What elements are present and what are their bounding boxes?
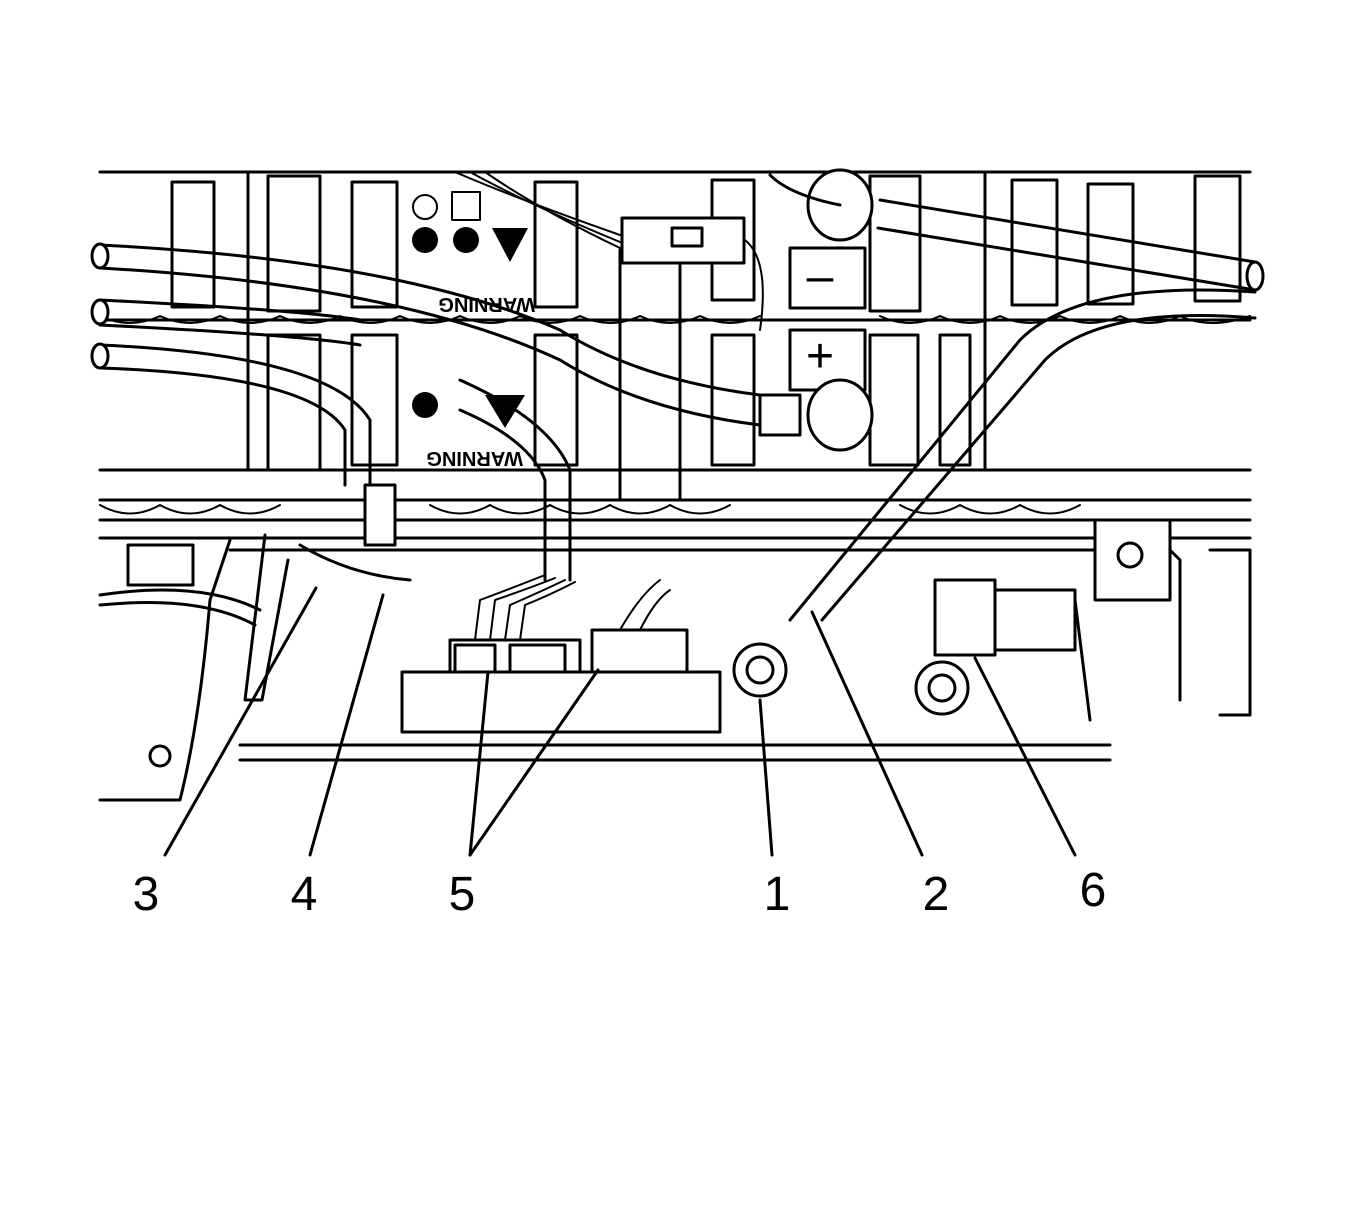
callout-4: 4 <box>291 868 318 921</box>
callout-6: 6 <box>1080 864 1107 917</box>
left-cables <box>90 242 762 582</box>
leader-2 <box>810 610 924 857</box>
leader-1 <box>758 698 774 857</box>
terminal-negative-label: – <box>807 250 834 303</box>
callout-1: 1 <box>764 868 791 921</box>
callout-2: 2 <box>923 868 950 921</box>
upper-cell-slots <box>170 174 1242 313</box>
leader-5b <box>468 668 600 857</box>
callout-3: 3 <box>133 868 160 921</box>
top-right-cable <box>768 173 1265 292</box>
terminal-positive-label: + <box>806 330 834 383</box>
leader-4 <box>308 593 385 857</box>
diagonal-cable <box>788 288 1257 622</box>
lower-tray <box>98 518 1252 802</box>
callout-5: 5 <box>449 868 476 921</box>
leader-3 <box>163 586 318 857</box>
top-harness-connector <box>454 171 764 331</box>
warning-label-lower: WARNING <box>412 392 525 469</box>
warning-text-lower: WARNING <box>426 447 523 469</box>
harness-connectors <box>400 574 722 734</box>
leader-lines <box>163 586 1077 857</box>
battery-module-stack <box>98 170 1252 515</box>
cable-connector-6 <box>933 578 1092 722</box>
leader-6 <box>973 656 1077 857</box>
battery-terminals: – + <box>758 168 874 452</box>
callout-numbers: 3 4 5 1 2 6 <box>133 864 1107 921</box>
leader-5a <box>468 670 490 857</box>
warning-label-upper: WARNING <box>412 191 535 315</box>
terminal-nuts <box>732 642 970 716</box>
